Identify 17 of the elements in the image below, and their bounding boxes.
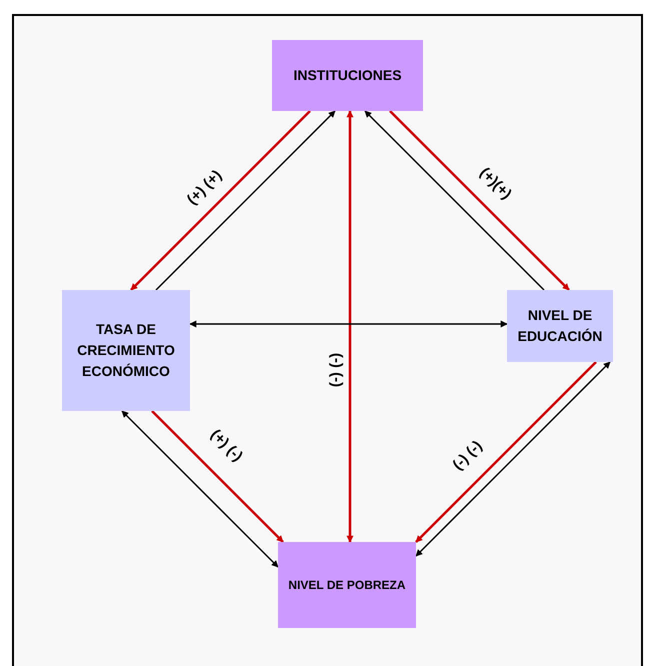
arrow	[346, 110, 354, 543]
concept-box	[272, 40, 423, 111]
edge-label: (-) (-)	[328, 350, 344, 390]
concept-box	[507, 290, 613, 362]
box-label: INSTITUCIONES	[293, 66, 402, 85]
arrow	[130, 110, 311, 291]
concept-box	[62, 290, 190, 411]
box-label: NIVEL DE EDUCACIÓN	[516, 306, 604, 346]
arrow	[189, 320, 508, 328]
box-label: NIVEL DE POBREZA	[288, 577, 406, 594]
arrow	[151, 410, 284, 543]
arrow	[389, 110, 570, 291]
arrow	[121, 410, 279, 568]
arrow	[364, 110, 545, 291]
arrow	[155, 110, 336, 291]
concept-box	[278, 542, 416, 628]
box-label: TASA DE CRECIMIENTO ECONÓMICO	[76, 320, 176, 381]
